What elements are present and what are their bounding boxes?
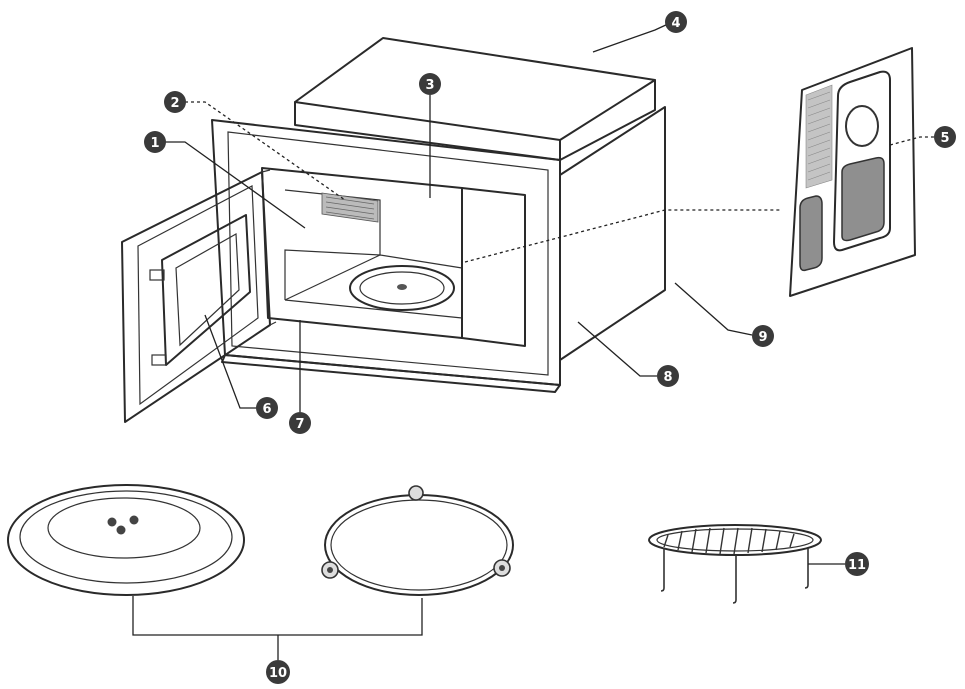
rear-square-window bbox=[841, 156, 885, 242]
svg-text:8: 8 bbox=[663, 370, 672, 385]
svg-text:10: 10 bbox=[269, 666, 287, 681]
door-panel bbox=[121, 171, 271, 423]
rear-panel bbox=[789, 47, 916, 297]
svg-text:11: 11 bbox=[848, 558, 866, 573]
rear-small-window bbox=[799, 195, 823, 272]
rear-vent bbox=[805, 84, 833, 189]
cavity-turntable bbox=[349, 265, 455, 311]
svg-text:6: 6 bbox=[262, 402, 271, 417]
callout-10: 10 bbox=[266, 660, 290, 684]
rear-window-frame bbox=[833, 70, 891, 252]
callout-8: 8 bbox=[657, 365, 679, 387]
oven-cavity bbox=[261, 167, 463, 339]
glass-turntable-plate bbox=[7, 484, 245, 596]
door-hinge-bottom bbox=[151, 354, 167, 366]
svg-text:3: 3 bbox=[425, 78, 434, 93]
control-panel-area bbox=[461, 187, 526, 347]
callout-5: 5 bbox=[934, 126, 956, 148]
callout-2: 2 bbox=[164, 91, 186, 113]
callout-badges: 1 2 3 4 5 6 7 8 bbox=[144, 11, 956, 684]
callout-6: 6 bbox=[256, 397, 278, 419]
rear-circle-window bbox=[845, 105, 879, 147]
callout-1: 1 bbox=[144, 131, 166, 153]
leader-lines bbox=[132, 23, 937, 660]
roller-ring bbox=[321, 485, 514, 596]
svg-text:4: 4 bbox=[671, 16, 680, 31]
grill-rack bbox=[648, 524, 822, 604]
callout-9: 9 bbox=[752, 325, 774, 347]
callout-7: 7 bbox=[289, 412, 311, 434]
svg-text:7: 7 bbox=[295, 417, 304, 432]
microwave-body bbox=[211, 37, 666, 393]
oven-door bbox=[121, 169, 277, 423]
front-frame bbox=[211, 119, 561, 386]
svg-text:5: 5 bbox=[940, 131, 949, 146]
svg-text:1: 1 bbox=[150, 136, 159, 151]
svg-text:9: 9 bbox=[758, 330, 767, 345]
callout-3: 3 bbox=[419, 73, 441, 95]
door-window bbox=[175, 233, 240, 347]
top-housing bbox=[294, 37, 656, 161]
callout-11: 11 bbox=[845, 552, 869, 576]
door-hinge-top bbox=[149, 269, 165, 281]
callout-4: 4 bbox=[665, 11, 687, 33]
svg-text:2: 2 bbox=[170, 96, 179, 111]
waveguide-grille bbox=[321, 192, 379, 223]
